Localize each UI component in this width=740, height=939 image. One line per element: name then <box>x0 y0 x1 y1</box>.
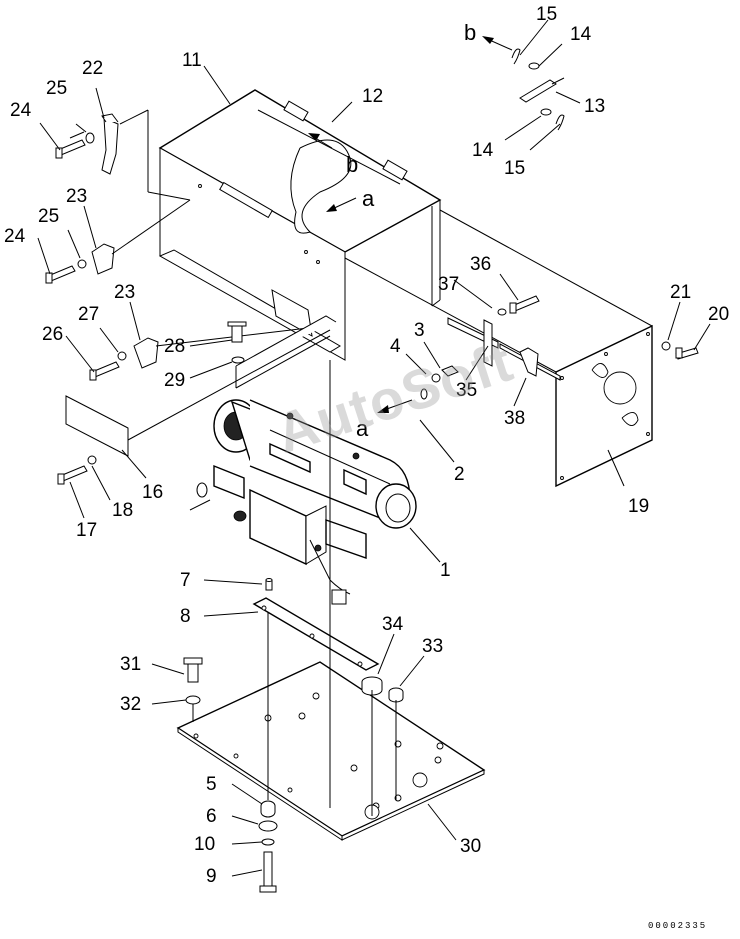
callout-36: 36 <box>470 254 491 275</box>
callout-5: 5 <box>206 774 217 795</box>
callout-21: 21 <box>670 282 691 303</box>
callout-14-top: 14 <box>570 24 592 45</box>
ref-b-top: b <box>464 20 476 45</box>
callout-12: 12 <box>362 86 383 107</box>
ref-b-lid: b <box>346 152 358 177</box>
callout-1: 1 <box>440 560 451 581</box>
callout-8: 8 <box>180 606 191 627</box>
callout-9: 9 <box>206 866 217 887</box>
callout-25-upper: 25 <box>46 78 67 99</box>
callout-38: 38 <box>504 408 525 429</box>
callout-34: 34 <box>382 614 404 635</box>
callout-23-lower: 23 <box>114 282 135 303</box>
callout-20: 20 <box>708 304 729 325</box>
callout-6: 6 <box>206 806 217 827</box>
callout-10: 10 <box>194 834 215 855</box>
ref-a-heater: a <box>356 416 369 441</box>
callout-27: 27 <box>78 304 99 325</box>
callout-18: 18 <box>112 500 133 521</box>
reference-letters: b b a a <box>346 20 476 441</box>
callout-13: 13 <box>584 96 605 117</box>
side-panel-19 <box>344 209 699 488</box>
callout-35: 35 <box>456 380 477 401</box>
callout-11: 11 <box>182 50 202 71</box>
callout-32: 32 <box>120 694 141 715</box>
callout-23-upper: 23 <box>66 186 87 207</box>
callout-14-bottom: 14 <box>472 140 494 161</box>
document-code: 00002335 <box>648 921 708 931</box>
bracket-35-38 <box>431 295 561 383</box>
callout-2: 2 <box>454 464 465 485</box>
base-plate <box>176 661 486 841</box>
callout-4: 4 <box>390 336 401 357</box>
mounting-bar <box>252 578 380 671</box>
callout-16: 16 <box>142 482 163 503</box>
callout-7: 7 <box>180 570 191 591</box>
callout-33: 33 <box>422 636 443 657</box>
callout-29: 29 <box>164 370 185 391</box>
callout-15-bottom: 15 <box>504 158 525 179</box>
mount-hardware <box>183 360 404 893</box>
callout-24-upper: 24 <box>10 100 32 121</box>
callout-15-top: 15 <box>536 4 557 25</box>
callout-25-lower: 25 <box>38 206 59 227</box>
heater-cover <box>158 89 442 361</box>
callout-26: 26 <box>42 324 63 345</box>
callout-17: 17 <box>76 520 97 541</box>
hinge-pin-assembly <box>482 19 581 151</box>
callout-28: 28 <box>164 336 185 357</box>
callout-19: 19 <box>628 496 649 517</box>
callout-24-lower: 24 <box>4 226 26 247</box>
callout-31: 31 <box>120 654 141 675</box>
ref-a-lid: a <box>362 186 375 211</box>
heater-unit <box>189 388 455 605</box>
latch-parts <box>45 109 337 389</box>
callout-22: 22 <box>82 58 103 79</box>
callout-37: 37 <box>438 274 459 295</box>
leader-lines <box>37 65 711 877</box>
callout-30: 30 <box>460 836 481 857</box>
callout-labels: 1 2 3 4 5 6 7 8 9 10 11 12 13 14 14 15 1… <box>4 4 729 887</box>
plate-16 <box>57 329 331 485</box>
callout-3: 3 <box>414 320 425 341</box>
